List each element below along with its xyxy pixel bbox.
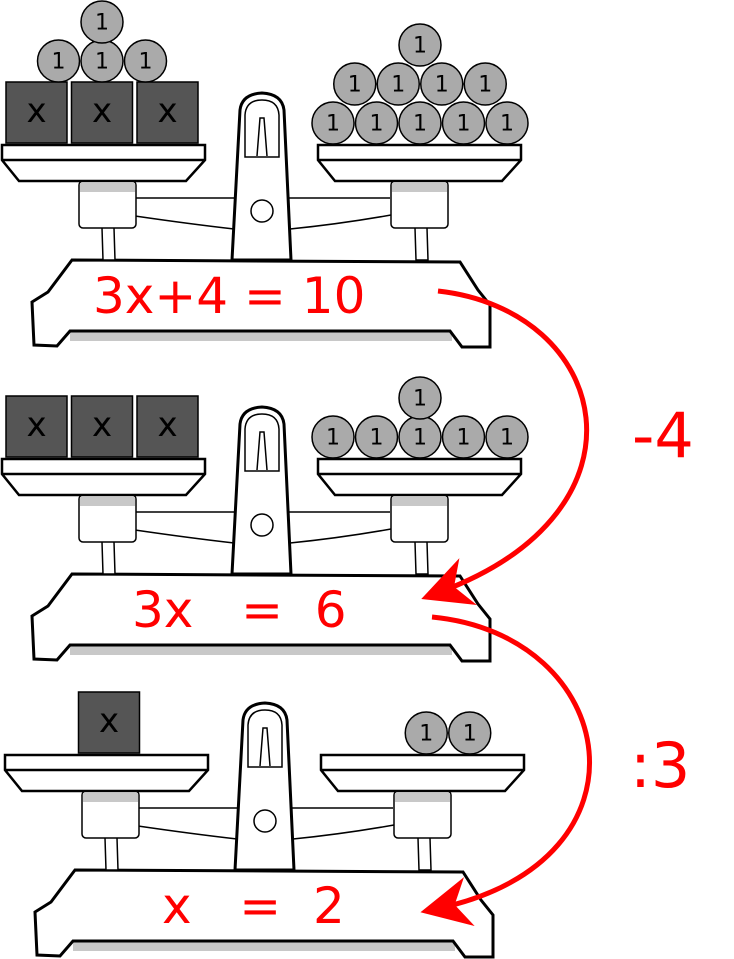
unit-coin: 1 bbox=[333, 62, 377, 106]
coin-label: 1 bbox=[326, 112, 340, 137]
unit-coin: 1 bbox=[441, 415, 486, 459]
scale-base bbox=[30, 258, 492, 349]
unit-coin: 1 bbox=[123, 39, 168, 83]
indicator-needle bbox=[259, 727, 271, 767]
operation-label-subtract: -4 bbox=[632, 399, 694, 472]
unit-coin: 1 bbox=[36, 39, 81, 83]
unknown-x-box: x bbox=[5, 395, 68, 458]
right-pan bbox=[316, 143, 523, 183]
coin-label: 1 bbox=[413, 426, 427, 451]
right-pan-holder-band bbox=[395, 793, 450, 802]
coin-label: 1 bbox=[435, 73, 449, 98]
arrow-step-1 bbox=[421, 288, 590, 605]
coin-label: 1 bbox=[370, 112, 384, 137]
right-pan-holder-band bbox=[392, 497, 447, 506]
left-leg bbox=[101, 541, 116, 575]
left-pan bbox=[0, 143, 207, 183]
indicator-needle bbox=[256, 431, 268, 471]
coin-label: 1 bbox=[95, 11, 109, 36]
base-shadow bbox=[70, 331, 452, 341]
unit-coin: 1 bbox=[354, 101, 399, 145]
left-pan bbox=[3, 753, 210, 793]
indicator-needle bbox=[256, 117, 268, 157]
unit-coin: 1 bbox=[398, 376, 442, 420]
box-label: x bbox=[26, 405, 46, 445]
scale-base bbox=[30, 572, 492, 663]
scale-base bbox=[33, 868, 495, 959]
right-leg bbox=[417, 837, 432, 871]
operation-label-divide: :3 bbox=[630, 729, 690, 802]
coin-label: 1 bbox=[500, 426, 514, 451]
unit-coin: 1 bbox=[463, 62, 507, 106]
balance-scale: x 1 1 x = 2 bbox=[3, 691, 526, 959]
left-pan-holder-band bbox=[80, 497, 135, 506]
coin-label: 1 bbox=[413, 387, 427, 412]
base-shadow bbox=[73, 941, 455, 951]
coin-label: 1 bbox=[139, 50, 153, 75]
coin-label: 1 bbox=[463, 722, 477, 747]
right-leg bbox=[414, 541, 429, 575]
left-pan-holder-band bbox=[80, 183, 135, 192]
unit-coin: 1 bbox=[376, 62, 420, 106]
coin-label: 1 bbox=[370, 426, 384, 451]
left-leg bbox=[101, 227, 116, 261]
box-label: x bbox=[157, 405, 177, 445]
box-label: x bbox=[92, 91, 112, 131]
coin-label: 1 bbox=[52, 50, 66, 75]
box-label: x bbox=[92, 405, 112, 445]
unit-coin: 1 bbox=[485, 415, 529, 459]
unit-coin: 1 bbox=[311, 101, 355, 145]
unit-coin: 1 bbox=[404, 711, 448, 755]
coin-label: 1 bbox=[419, 722, 433, 747]
coin-label: 1 bbox=[478, 73, 492, 98]
unit-coin: 1 bbox=[485, 101, 529, 145]
unknown-x-box: x bbox=[77, 691, 141, 754]
coin-label: 1 bbox=[500, 112, 514, 137]
pivot-icon bbox=[253, 809, 277, 833]
coin-label: 1 bbox=[326, 426, 340, 451]
unit-coin: 1 bbox=[398, 415, 442, 459]
box-label: x bbox=[26, 91, 46, 131]
unit-coin: 1 bbox=[398, 23, 442, 67]
right-pan bbox=[316, 457, 523, 497]
coin-label: 1 bbox=[413, 34, 427, 59]
coin-label: 1 bbox=[348, 73, 362, 98]
coin-label: 1 bbox=[391, 73, 405, 98]
right-pan bbox=[319, 753, 526, 793]
unit-coin: 1 bbox=[448, 711, 492, 755]
base-shadow bbox=[70, 645, 452, 655]
right-leg bbox=[414, 227, 429, 261]
left-pan-holder-band bbox=[83, 793, 138, 802]
pivot-icon bbox=[250, 199, 274, 223]
box-label: x bbox=[157, 91, 177, 131]
arrow-step-2 bbox=[420, 614, 592, 926]
left-pan bbox=[0, 457, 207, 497]
left-leg bbox=[104, 837, 119, 871]
unit-coin: 1 bbox=[420, 62, 464, 106]
box-label: x bbox=[99, 701, 119, 741]
unknown-x-box: x bbox=[70, 395, 134, 458]
unknown-x-box: x bbox=[136, 81, 199, 144]
coin-label: 1 bbox=[413, 112, 427, 137]
unit-coin: 1 bbox=[80, 39, 124, 83]
equation-label: x = 2 bbox=[162, 877, 345, 935]
unit-coin: 1 bbox=[398, 101, 442, 145]
unknown-x-box: x bbox=[70, 81, 134, 144]
unit-coin: 1 bbox=[354, 415, 399, 459]
equation-label: 3x = 6 bbox=[132, 581, 347, 639]
balance-scale: x x x 1 1 1 1 1 1 3x = 6 bbox=[0, 376, 529, 663]
unit-coin: 1 bbox=[441, 101, 486, 145]
unknown-x-box: x bbox=[5, 81, 68, 144]
unit-coin: 1 bbox=[311, 415, 355, 459]
right-pan-holder-band bbox=[392, 183, 447, 192]
coin-label: 1 bbox=[457, 112, 471, 137]
coin-label: 1 bbox=[457, 426, 471, 451]
unit-coin: 1 bbox=[80, 0, 124, 44]
coin-label: 1 bbox=[95, 50, 109, 75]
pivot-icon bbox=[250, 513, 274, 537]
equation-label: 3x+4 = 10 bbox=[93, 267, 365, 325]
unknown-x-box: x bbox=[136, 395, 199, 458]
